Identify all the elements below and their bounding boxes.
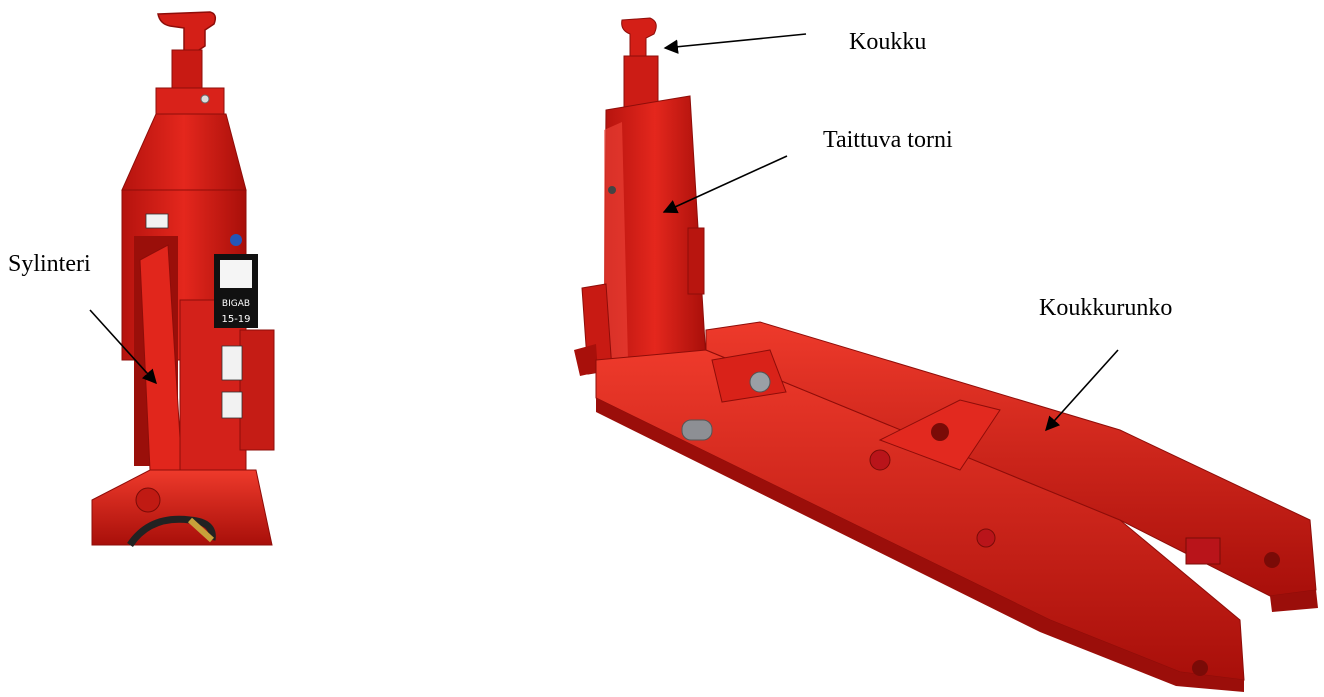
arrow-sylinteri bbox=[89, 309, 157, 385]
label-koukkurunko: Koukkurunko bbox=[1039, 295, 1173, 321]
arrow-taittuva-torni bbox=[662, 155, 788, 214]
decal-model: 15-19 bbox=[221, 314, 250, 325]
arrow-koukku bbox=[663, 33, 807, 54]
hook-icon bbox=[157, 11, 217, 53]
hook-tower-side-view: BIGAB 15-19 bbox=[91, 11, 275, 548]
label-sylinteri: Sylinteri bbox=[8, 251, 91, 277]
label-koukku: Koukku bbox=[849, 29, 927, 55]
decal-brand: BIGAB bbox=[222, 299, 250, 309]
label-taittuva-torni: Taittuva torni bbox=[823, 127, 953, 153]
hook-lift-full-view bbox=[574, 17, 1318, 692]
arrow-koukkurunko bbox=[1045, 349, 1119, 432]
